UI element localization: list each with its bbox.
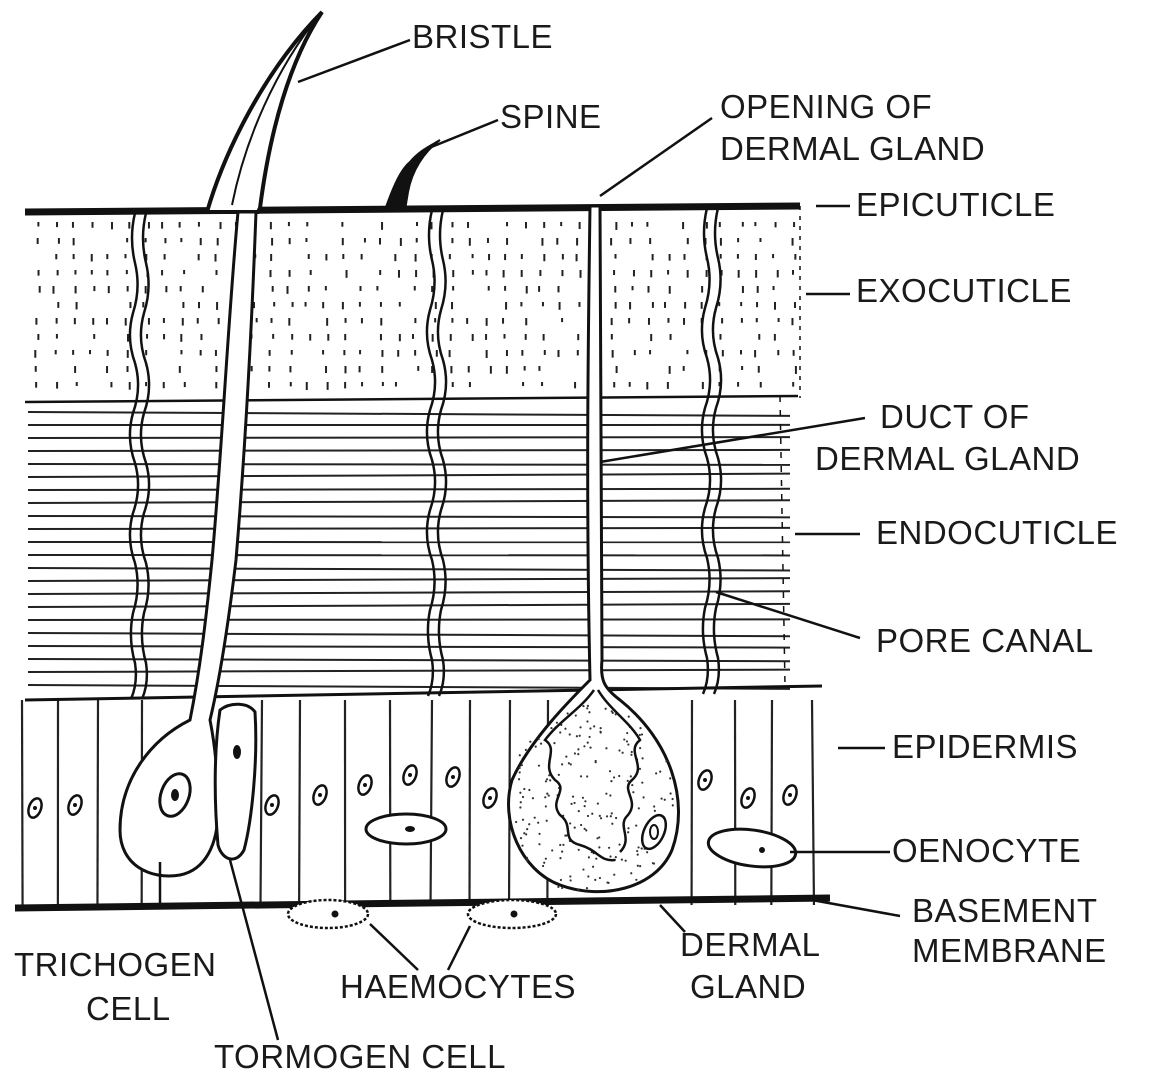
- label-exocuticle: EXOCUTICLE: [856, 272, 1072, 309]
- label-dermal-gland-line1: DERMAL: [680, 926, 821, 963]
- label-haemocytes: HAEMOCYTES: [340, 968, 576, 1005]
- oenocyte: [706, 824, 798, 872]
- epidermal-haemocyte: [366, 814, 446, 844]
- haemocyte-1: [288, 900, 368, 928]
- haemocyte-2: [468, 900, 556, 928]
- label-epicuticle: EPICUTICLE: [856, 186, 1055, 223]
- label-oenocyte: OENOCYTE: [892, 832, 1081, 869]
- label-endocuticle: ENDOCUTICLE: [876, 514, 1118, 551]
- dermal-gland: [509, 206, 679, 892]
- tormogen-cell: [215, 704, 256, 859]
- label-basement-line2: MEMBRANE: [912, 932, 1107, 969]
- leader-lines: [160, 40, 900, 1040]
- label-tormogen: TORMOGEN CELL: [214, 1038, 506, 1075]
- label-spine: SPINE: [500, 98, 602, 135]
- label-basement-line1: BASEMENT: [912, 892, 1098, 929]
- labels: BRISTLE SPINE OPENING OF DERMAL GLAND EP…: [14, 18, 1118, 1075]
- label-pore-canal: PORE CANAL: [876, 622, 1094, 659]
- label-opening-line2: DERMAL GLAND: [720, 130, 985, 167]
- exocuticle-layer: [35, 222, 796, 390]
- label-duct-line1: DUCT OF: [880, 398, 1030, 435]
- spine: [385, 140, 440, 210]
- label-epidermis: EPIDERMIS: [892, 728, 1078, 765]
- label-trichogen-line1: TRICHOGEN: [14, 946, 217, 983]
- label-trichogen-line2: CELL: [86, 990, 171, 1027]
- label-dermal-gland-line2: GLAND: [690, 968, 806, 1005]
- label-opening-line1: OPENING OF: [720, 88, 932, 125]
- label-bristle: BRISTLE: [412, 18, 553, 55]
- label-duct-line2: DERMAL GLAND: [815, 440, 1080, 477]
